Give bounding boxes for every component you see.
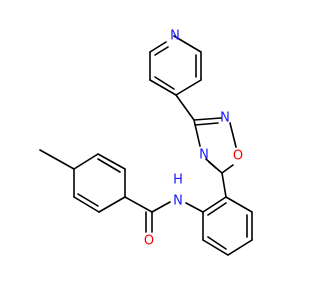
bond — [173, 35, 202, 53]
pyridine-nitrogen-label: N — [170, 29, 180, 44]
bond — [193, 117, 222, 121]
bond — [154, 76, 175, 90]
oxadiazole-nitrogen-label: N — [199, 148, 209, 163]
bond — [207, 202, 227, 216]
bond — [97, 153, 126, 170]
bond — [175, 79, 202, 96]
bond — [185, 202, 204, 213]
bond — [77, 193, 99, 207]
bond — [73, 196, 100, 213]
bond — [202, 239, 229, 256]
bond — [151, 201, 171, 213]
amide-hydrogen-label: H — [173, 173, 183, 188]
bond — [98, 196, 126, 213]
atom-label-group: N N O N N H O — [144, 29, 243, 249]
bond — [124, 196, 153, 213]
bond — [202, 196, 227, 213]
bond — [149, 79, 177, 96]
bond — [73, 153, 99, 170]
bond — [221, 164, 234, 174]
bond — [39, 149, 75, 170]
bond — [149, 41, 167, 53]
bond — [97, 158, 121, 173]
bond — [207, 236, 227, 250]
bond-group — [39, 35, 253, 256]
carbonyl-oxygen-label: O — [144, 234, 154, 249]
bond — [221, 172, 227, 198]
amide-nitrogen-label: N — [173, 194, 183, 209]
bond — [229, 122, 237, 148]
bond — [227, 239, 253, 256]
bond — [175, 94, 195, 121]
bond — [194, 122, 219, 126]
bond — [225, 196, 253, 213]
oxadiazole-nitrogen-label: N — [220, 111, 230, 126]
molecule-structure: N N O N N H O — [39, 29, 253, 256]
oxadiazole-oxygen-label: O — [233, 149, 243, 164]
bond — [205, 158, 217, 169]
bond — [154, 46, 169, 56]
bond — [193, 119, 201, 147]
